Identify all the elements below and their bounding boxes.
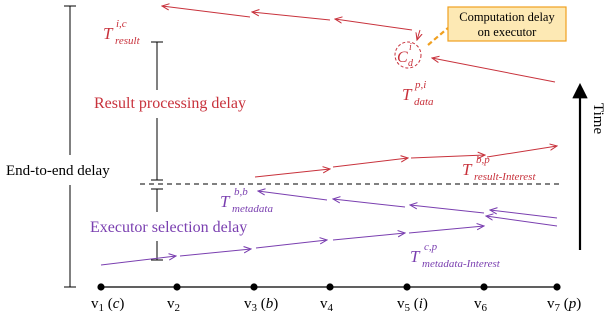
node-label-4: v4	[320, 296, 334, 314]
svg-text:C: C	[397, 49, 408, 66]
svg-text:i: i	[409, 42, 412, 53]
data-arrow	[432, 58, 556, 83]
node-dot-5	[403, 283, 411, 291]
end-to-end-label: End-to-end delay	[6, 163, 110, 179]
callout-line-2: on executor	[478, 25, 537, 39]
node-dot-6	[480, 283, 488, 291]
node-dot-2	[173, 283, 181, 291]
svg-text:p,i: p,i	[414, 79, 426, 91]
result-processing-bracket	[151, 41, 163, 181]
computation-callout-box	[447, 6, 567, 42]
node-label-7: v7 (p)	[547, 296, 581, 314]
t-metadata-symbol: T b,b metadata	[220, 186, 273, 215]
svg-text:result-Interest: result-Interest	[474, 171, 536, 183]
svg-text:d: d	[408, 58, 414, 69]
svg-text:T: T	[410, 247, 421, 266]
svg-text:T: T	[402, 85, 413, 104]
callout-leader	[427, 27, 449, 46]
node-label-1: v1 (c)	[91, 296, 124, 314]
node-labels: v1 (c) v2 v3 (b) v4 v5 (i) v6 v7 (p)	[91, 296, 581, 314]
node-label-3: v3 (b)	[244, 296, 278, 314]
c-d-symbol: C i d	[397, 42, 414, 69]
svg-text:c,p: c,p	[424, 241, 438, 253]
node-dot-4	[326, 283, 334, 291]
svg-text:result: result	[115, 35, 141, 47]
executor-selection-label: Executor selection delay	[90, 219, 247, 236]
time-label: Time	[590, 103, 606, 134]
svg-text:b,p: b,p	[476, 154, 490, 166]
node-label-2: v2	[167, 296, 180, 314]
svg-text:T: T	[462, 160, 473, 179]
node-label-5: v5 (i)	[397, 296, 428, 314]
node-dot-1	[97, 283, 105, 291]
svg-text:T: T	[220, 192, 231, 211]
t-result-interest-symbol: T b,p result-Interest	[462, 154, 536, 183]
t-result-symbol: T i,c result	[103, 18, 141, 47]
svg-text:b,b: b,b	[234, 186, 248, 198]
t-metadata-interest-symbol: T c,p metadata-Interest	[410, 241, 501, 270]
computation-delay-marker	[394, 41, 422, 69]
metadata-return-arrows	[258, 191, 558, 227]
end-to-end-bracket	[64, 5, 76, 288]
node-label-6: v6	[474, 296, 488, 314]
svg-text:metadata: metadata	[232, 203, 273, 215]
result-return-arrows	[162, 6, 420, 40]
result-processing-label: Result processing delay	[94, 95, 246, 112]
t-data-symbol: T p,i data	[402, 79, 434, 108]
svg-text:metadata-Interest: metadata-Interest	[422, 258, 501, 270]
metadata-interest-arrows	[100, 226, 484, 266]
executor-selection-bracket	[151, 188, 163, 261]
callout-line-1: Computation delay	[459, 10, 555, 24]
svg-text:data: data	[414, 96, 434, 108]
node-dot-7	[553, 283, 561, 291]
node-dots	[97, 283, 561, 291]
svg-text:T: T	[103, 24, 114, 43]
result-interest-arrows	[254, 146, 557, 178]
node-dot-3	[250, 283, 258, 291]
svg-text:i,c: i,c	[116, 18, 127, 30]
